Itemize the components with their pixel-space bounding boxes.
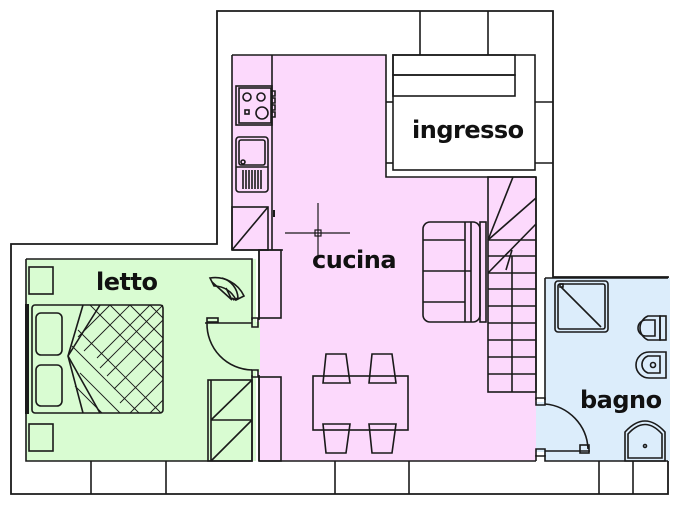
room-label-bagno: bagno: [580, 386, 662, 414]
room-label-letto: letto: [96, 268, 158, 296]
bedroom-door: [205, 317, 259, 378]
chair-icon: [322, 353, 397, 454]
washbasin-icon: [624, 420, 666, 462]
nightstand-icon: [28, 266, 54, 452]
shower-icon: [554, 280, 609, 333]
room-fill-cucina: [232, 55, 536, 461]
stove-icon: [235, 85, 276, 126]
cabinet: [258, 376, 282, 462]
wardrobe-icon: [207, 379, 253, 462]
dining-table-icon: [312, 375, 409, 431]
dishwasher-icon: [231, 206, 275, 251]
corner-wardrobe-icon: [208, 276, 246, 302]
toilet-icon: [637, 315, 667, 341]
room-fill-letto: [26, 259, 256, 461]
double-bed-icon: [25, 304, 164, 414]
sofa-icon: [422, 221, 487, 323]
sink-icon: [235, 136, 269, 193]
crosshair-marker: [285, 203, 350, 257]
room-fills: [26, 55, 670, 461]
room-label-ingresso: ingresso: [412, 116, 524, 144]
bathroom-door: [535, 397, 590, 457]
bidet-icon: [635, 351, 667, 379]
room-label-cucina: cucina: [312, 246, 397, 274]
staircase-icon: [487, 176, 537, 393]
outer-walls: [10, 10, 669, 495]
cabinet: [258, 249, 282, 319]
